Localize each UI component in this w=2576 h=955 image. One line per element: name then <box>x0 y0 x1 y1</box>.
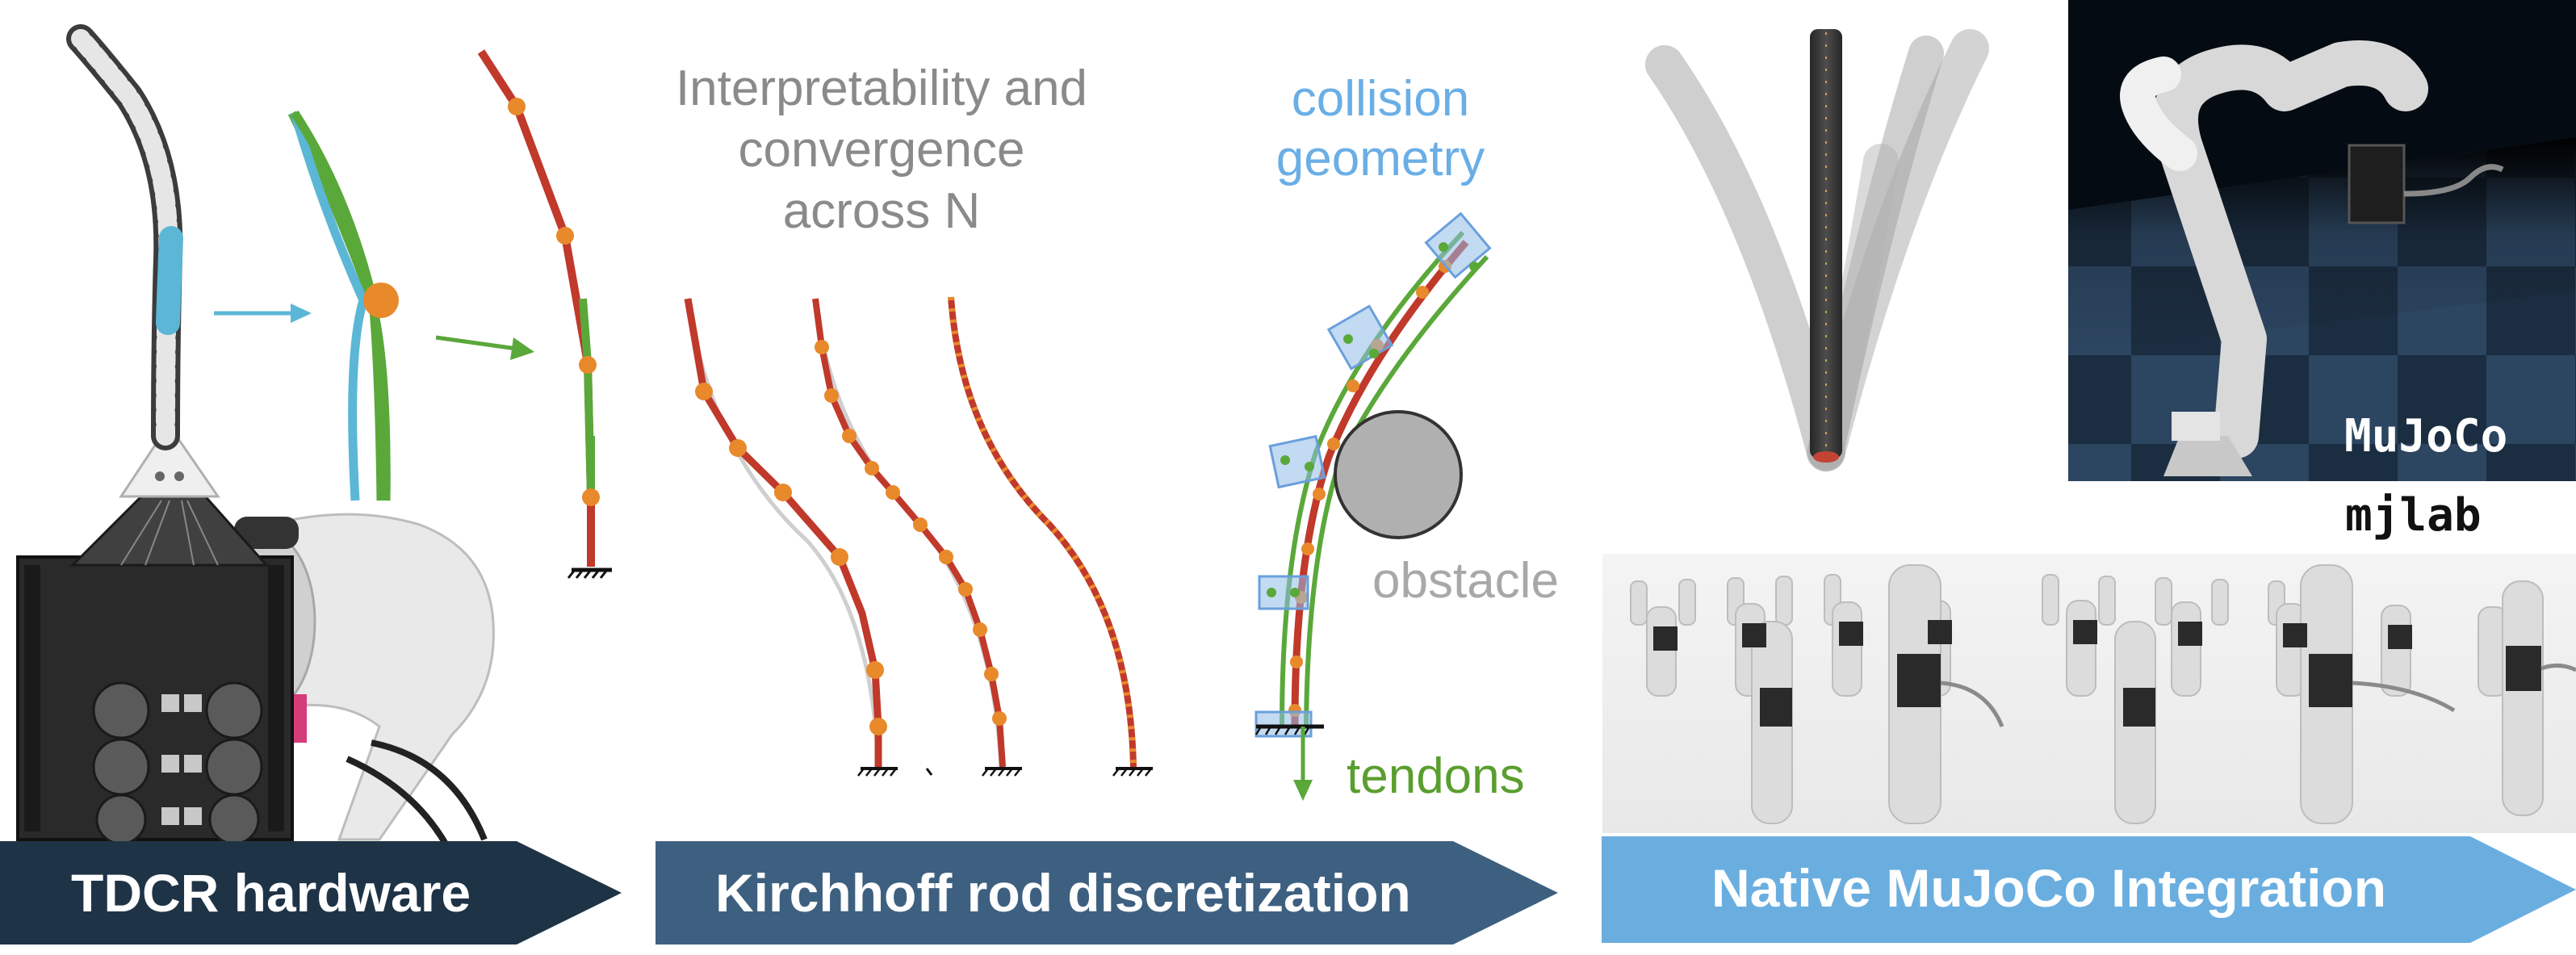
mujoco-label: MuJoCo <box>2344 410 2508 463</box>
rod-n-high <box>948 296 1153 777</box>
obstacle-label: obstacle <box>1372 553 1559 609</box>
tdcr-hardware-photo <box>16 24 495 857</box>
tdcr-hardware-label: TDCR hardware <box>71 863 471 923</box>
convergence-caption-line-2: convergence <box>738 122 1025 178</box>
rod-n-low <box>684 298 933 777</box>
rod-poses-overlay <box>1645 29 1989 471</box>
arrow-rod-to-discrete <box>435 335 534 360</box>
convergence-caption: Interpretability and convergence across … <box>656 58 1108 242</box>
mjlab-label: mjlab <box>2345 489 2482 542</box>
mujoco-render-view <box>2068 0 2576 481</box>
discrete-rod-n5 <box>477 49 612 579</box>
arrow-banner-integration <box>1602 836 2576 943</box>
mjlab-array-view <box>1602 554 2576 833</box>
native-mujoco-label: Native MuJoCo Integration <box>1711 858 2387 918</box>
arrow-hardware-to-cosserat <box>214 304 312 323</box>
convergence-caption-line-3: across N <box>782 183 981 239</box>
arrow-banner-hardware <box>0 841 622 945</box>
collision-caption-line-2: geometry <box>1275 131 1485 186</box>
collision-geometry-caption: collision geometry <box>1255 69 1506 189</box>
rod-n-medium <box>812 298 1022 777</box>
convergence-caption-line-1: Interpretability and <box>675 61 1088 116</box>
obstacle-circle <box>1334 410 1463 539</box>
arrow-banner-discretization <box>656 841 1558 945</box>
kirchhoff-rod-label: Kirchhoff rod discretization <box>715 863 1411 923</box>
tendons-label: tendons <box>1347 748 1525 804</box>
collision-caption-line-1: collision <box>1291 71 1470 127</box>
continuous-rod-model <box>288 111 399 501</box>
